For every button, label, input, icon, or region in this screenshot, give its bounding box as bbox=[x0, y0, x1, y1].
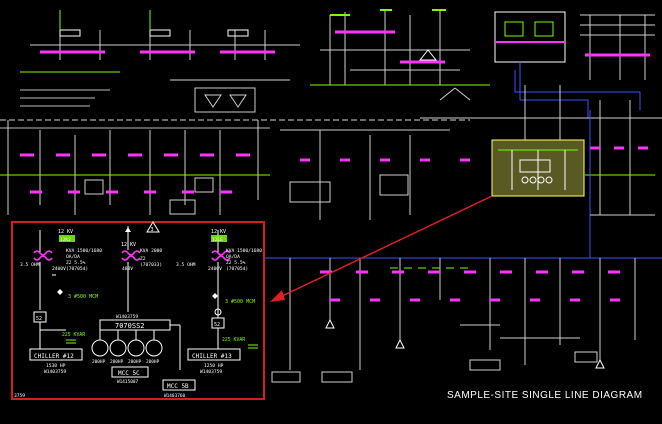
svg-text:W1403759: W1403759 bbox=[200, 369, 222, 375]
svg-text:7070SS2: 7070SS2 bbox=[115, 322, 145, 330]
middle-main-bus bbox=[0, 85, 662, 220]
highlighted-region bbox=[491, 139, 585, 197]
svg-text:2400V: 2400V bbox=[208, 266, 222, 272]
motor-icon bbox=[145, 339, 163, 357]
svg-text:200HP: 200HP bbox=[146, 359, 160, 365]
svg-text:3759: 3759 bbox=[14, 393, 25, 399]
svg-text:KVA 2000: KVA 2000 bbox=[140, 248, 162, 254]
svg-text:(707054): (707054) bbox=[66, 266, 88, 272]
svg-text:W1415007: W1415007 bbox=[117, 379, 139, 385]
svg-text:W1403759: W1403759 bbox=[44, 369, 66, 375]
svg-text:3.5 OHM: 3.5 OHM bbox=[20, 262, 40, 268]
top-right-cluster bbox=[494, 11, 655, 118]
svg-text:OA/DA: OA/DA bbox=[226, 254, 240, 260]
svg-text:1250 HP: 1250 HP bbox=[204, 363, 224, 369]
background-schematic bbox=[0, 9, 662, 383]
svg-text:CHILLER #12: CHILLER #12 bbox=[34, 353, 74, 360]
motor-icon bbox=[127, 339, 145, 357]
svg-text:MCC 5B: MCC 5B bbox=[167, 383, 189, 390]
svg-text:W1403759: W1403759 bbox=[116, 314, 138, 320]
chiller-12-box bbox=[29, 348, 83, 361]
mcc-5b-box bbox=[162, 379, 196, 391]
detail-inset: 3 12 KV 12K2 12 KV 12 KV 12LE 3.5 OHM 24… bbox=[11, 221, 265, 400]
svg-text:CHILLER #13: CHILLER #13 bbox=[192, 353, 232, 360]
svg-text:3 #500 MCM: 3 #500 MCM bbox=[68, 294, 98, 300]
svg-text:(707033): (707033) bbox=[140, 262, 162, 268]
motor-icon bbox=[109, 339, 127, 357]
cable-marker-left bbox=[57, 289, 63, 295]
svg-text:3 #500 MCM: 3 #500 MCM bbox=[225, 299, 255, 305]
chiller-13-box bbox=[187, 348, 241, 361]
diagram-title: SAMPLE-SITE SINGLE LINE DIAGRAM bbox=[447, 390, 643, 401]
svg-text:KVA 1500/1680: KVA 1500/1680 bbox=[226, 248, 262, 254]
callout-arrow bbox=[270, 195, 493, 302]
svg-text:OA/DA: OA/DA bbox=[66, 254, 80, 260]
motor-icon bbox=[91, 339, 109, 357]
mcc-5c-box bbox=[111, 366, 149, 378]
svg-text:1530 HP: 1530 HP bbox=[46, 363, 66, 369]
svg-text:3.5 OHM: 3.5 OHM bbox=[176, 262, 196, 268]
svg-text:12LE: 12LE bbox=[212, 237, 223, 243]
svg-text:200HP: 200HP bbox=[92, 359, 106, 365]
svg-text:12 KV: 12 KV bbox=[211, 229, 226, 235]
svg-text:200HP: 200HP bbox=[110, 359, 124, 365]
svg-text:MCC 5C: MCC 5C bbox=[118, 370, 140, 377]
svg-text:(707054): (707054) bbox=[226, 266, 248, 272]
svg-text:Z2: Z2 bbox=[140, 256, 146, 262]
svg-text:225 KVAR: 225 KVAR bbox=[222, 337, 245, 343]
svg-text:12 KV: 12 KV bbox=[58, 229, 73, 235]
cable-marker-right bbox=[212, 293, 218, 299]
svg-text:W1403760: W1403760 bbox=[164, 393, 186, 399]
svg-text:2400V: 2400V bbox=[52, 266, 66, 272]
svg-text:KVA 1500/1680: KVA 1500/1680 bbox=[66, 248, 102, 254]
inset-frame bbox=[11, 221, 265, 400]
svg-text:12 KV: 12 KV bbox=[121, 242, 136, 248]
svg-text:Z2 5.5%: Z2 5.5% bbox=[66, 260, 86, 266]
svg-text:12K2: 12K2 bbox=[60, 237, 71, 243]
top-center-cluster bbox=[310, 9, 490, 86]
svg-text:225 KVAR: 225 KVAR bbox=[62, 332, 85, 338]
top-left-switchgear bbox=[20, 10, 300, 113]
svg-text:52: 52 bbox=[36, 316, 42, 322]
svg-text:52: 52 bbox=[214, 322, 220, 328]
svg-text:3: 3 bbox=[151, 227, 154, 233]
lower-feeder-bus bbox=[265, 110, 662, 383]
triangle-mark-icon bbox=[146, 221, 160, 233]
transformer-coils bbox=[33, 250, 231, 261]
svg-text:200HP: 200HP bbox=[128, 359, 142, 365]
svg-text:Z2 5.5%: Z2 5.5% bbox=[226, 260, 246, 266]
